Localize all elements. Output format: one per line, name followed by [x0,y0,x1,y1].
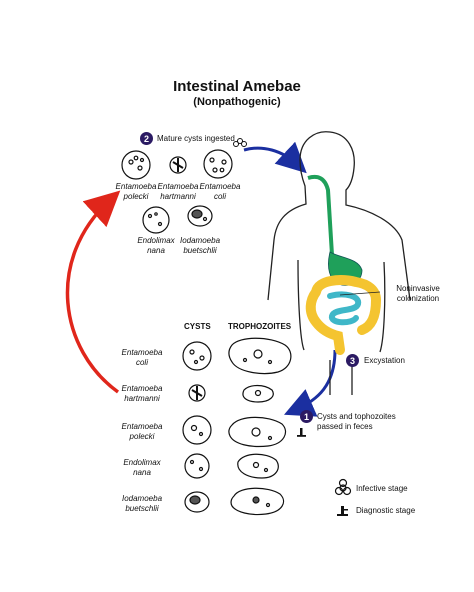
biohazard-icon [334,478,352,496]
header-trophozoites: TROPHOZOITES [228,322,292,331]
leader-line [339,291,381,296]
top-cyst-images [121,149,233,234]
step-2-badge: 2 [140,132,153,145]
header-cysts: CYSTS [184,322,211,331]
page-title: Intestinal Amebae [173,78,301,95]
step-3-label: Excystation [364,356,405,365]
step-3-badge: 3 [346,354,359,367]
legend-diagnostic-label: Diagnostic stage [356,506,416,515]
stomach-esophagus [307,174,363,286]
blue-ingestion-arrow [243,141,307,174]
microscope-icon-small [297,428,306,437]
microscope-icon [337,506,348,516]
table-trophozoite-images [228,337,292,516]
step-1-badge: 1 [300,410,313,423]
human-body-outline [267,131,411,395]
table-cyst-images [182,341,212,513]
step-2-label: Mature cysts ingested [157,134,235,143]
blue-excretion-arrow [283,349,337,417]
small-intestine [327,291,362,326]
legend-infective-label: Infective stage [356,484,408,493]
biohazard-icon-small [233,138,247,147]
large-intestine [305,275,382,355]
red-cycle-arrow [65,190,121,394]
page-subtitle: (Nonpathogenic) [193,96,281,108]
